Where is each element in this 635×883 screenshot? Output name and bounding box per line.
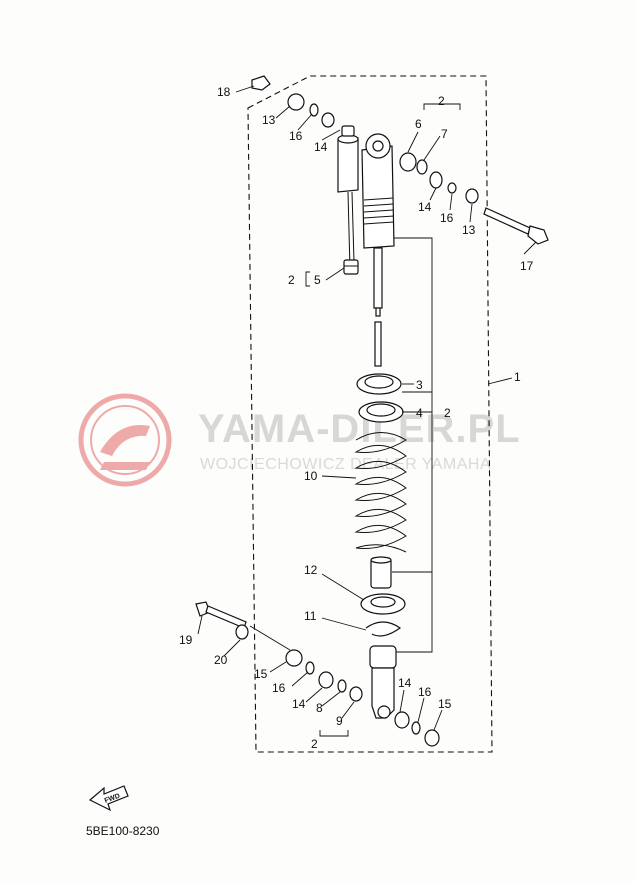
callout-14-top-left: 14	[314, 140, 328, 154]
watermark-tagline: WOJCIECHOWICZ DEALER YAMAHA	[200, 456, 491, 473]
watermark: YAMA-DILER.PL WOJCIECHOWICZ DEALER YAMAH…	[78, 393, 520, 487]
upper-bolt	[483, 207, 549, 245]
callout-16-bottom-right: 16	[418, 685, 432, 699]
callout-19: 19	[179, 633, 193, 647]
callout-16-top-left: 16	[289, 129, 303, 143]
coil-spring	[354, 432, 407, 553]
watermark-logo	[78, 393, 172, 487]
callout-14-bottom-right: 14	[398, 676, 412, 690]
reservoir	[337, 134, 359, 271]
group-bracket-5	[305, 271, 310, 287]
callout-8: 8	[316, 701, 323, 715]
group-bracket-8-9	[319, 730, 349, 737]
callout-2-adjuster: 2	[288, 273, 295, 287]
callout-7: 7	[441, 127, 448, 141]
fwd-arrow-icon: FWD	[88, 785, 129, 812]
callout-14-bottom-left: 14	[292, 697, 306, 711]
upper-nut	[251, 75, 271, 91]
callout-13-top: 13	[262, 113, 276, 127]
callout-2-nut: 2	[444, 406, 451, 420]
callout-2-top: 2	[438, 94, 445, 108]
callout-6: 6	[415, 117, 422, 131]
callout-11: 11	[304, 609, 317, 623]
callout-3: 3	[416, 378, 423, 392]
spring-seat-inner	[370, 596, 396, 608]
callout-17: 17	[520, 259, 534, 273]
spring-nut-lower	[358, 401, 404, 423]
lower-bushing-left	[285, 649, 363, 702]
callout-14-top-right: 14	[418, 200, 432, 214]
circlip	[365, 621, 402, 637]
upper-bushing-left	[287, 93, 335, 128]
damper-body	[361, 133, 395, 317]
lower-bushing-right	[394, 711, 440, 747]
callout-2-bottom: 2	[311, 737, 318, 751]
lower-clevis	[369, 645, 397, 719]
callout-1: 1	[514, 370, 521, 384]
group-bracket-1	[392, 237, 433, 653]
callout-4: 4	[416, 406, 423, 420]
callout-12: 12	[304, 563, 318, 577]
upper-bushing-right	[399, 152, 479, 204]
callout-5: 5	[314, 273, 321, 287]
spring-nut-upper	[356, 373, 402, 395]
callout-16-top-right: 16	[440, 211, 454, 225]
assembly-outline	[247, 75, 493, 753]
spring-guide	[370, 556, 392, 589]
callout-9: 9	[336, 714, 343, 728]
reservoir-bolt	[341, 125, 355, 137]
callout-20: 20	[214, 653, 228, 667]
callout-16-bottom-left: 16	[272, 681, 286, 695]
callout-13-right: 13	[462, 223, 476, 237]
adjuster	[343, 259, 359, 275]
callout-15-right: 15	[438, 697, 452, 711]
group-bracket-6-7	[423, 103, 461, 110]
callout-10: 10	[304, 469, 318, 483]
diagram-code: 5BE100-8230	[86, 824, 160, 838]
callout-18: 18	[217, 85, 231, 99]
leader-lines	[197, 85, 537, 731]
piston-rod	[374, 321, 382, 367]
lower-bolt	[195, 601, 247, 629]
callout-15-left: 15	[254, 667, 268, 681]
lower-washer	[235, 624, 249, 640]
callouts: 18 13 16 14 2 6 7 14 16 13 17 2 5 3 4 2 …	[179, 85, 534, 751]
